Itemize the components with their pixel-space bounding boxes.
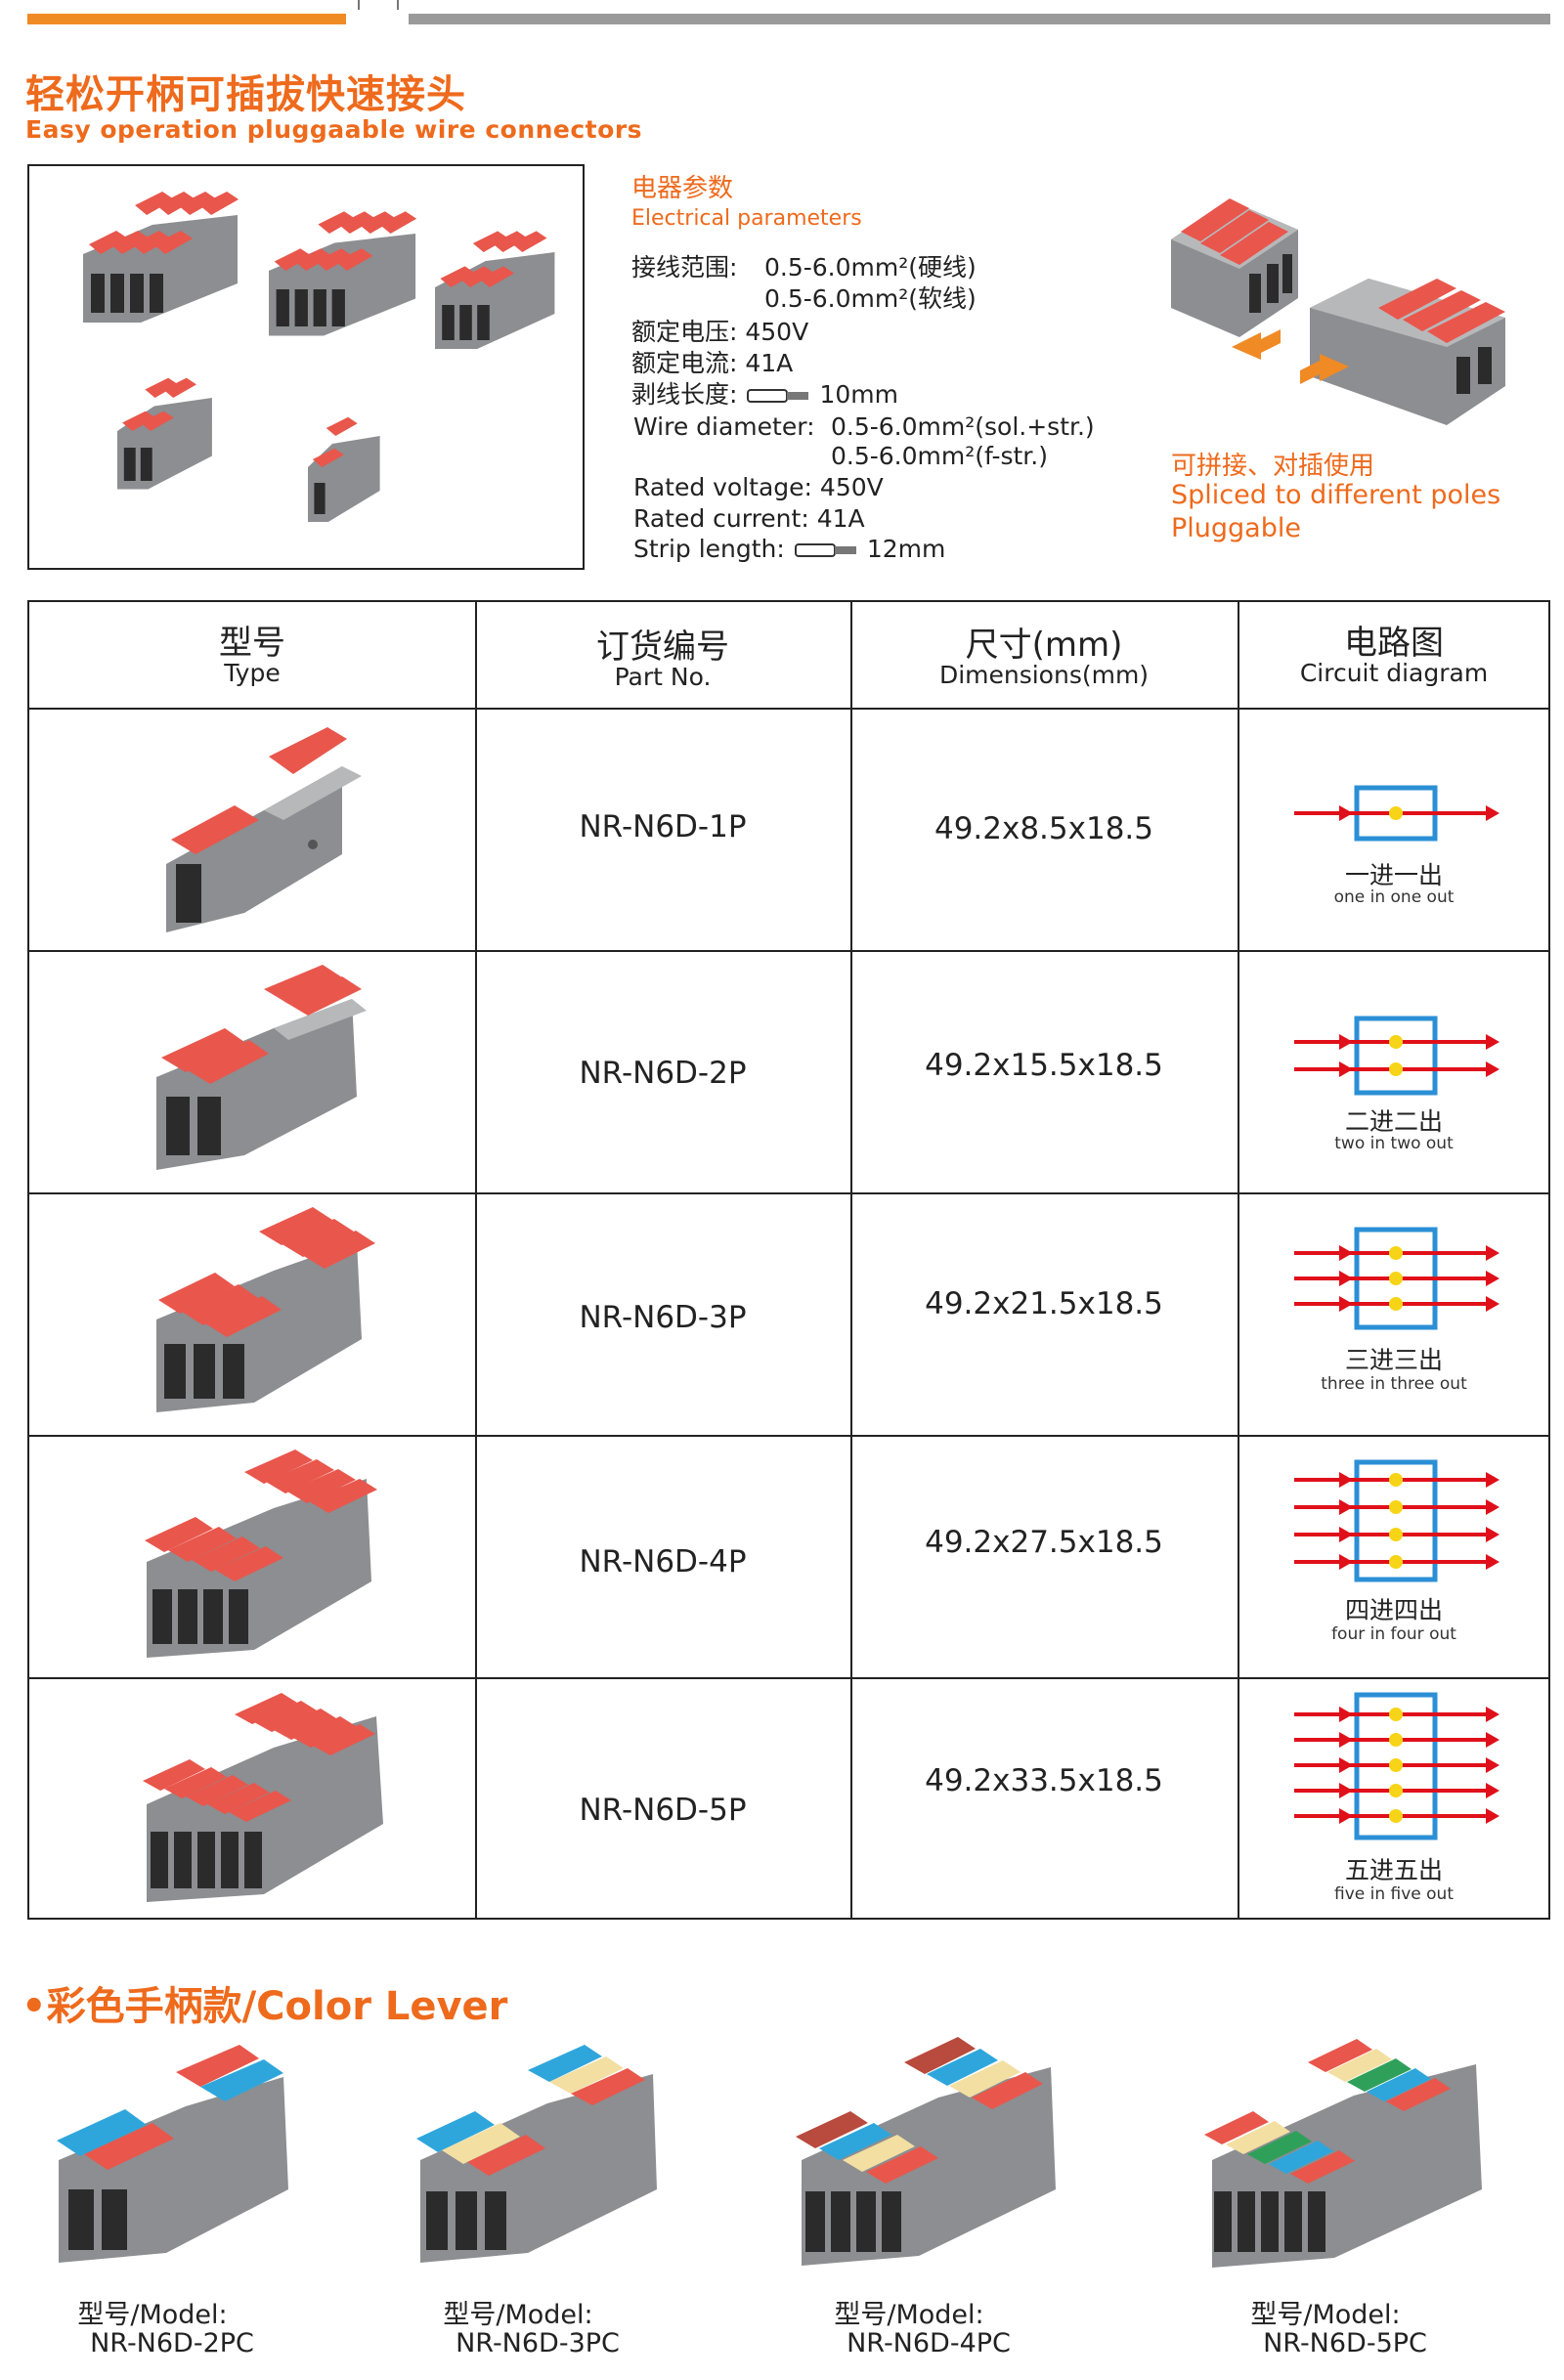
color-lever-label: 型号/Model: — [443, 2300, 593, 2330]
table-row-divider — [29, 708, 1548, 710]
circuit-diagram-4 — [1294, 1459, 1499, 1582]
param-wire-value-cn-1: 0.5-6.0mm²(硬线) — [764, 253, 977, 281]
connector-2p — [117, 377, 212, 490]
product-overview-photo — [27, 164, 585, 570]
table-col-divider — [475, 602, 477, 1918]
circuit-diagram-2 — [1294, 1016, 1499, 1096]
color-lever-image-4pc — [796, 2037, 1056, 2266]
part-number: NR-N6D-5P — [579, 1793, 747, 1828]
circuit-label-cn: 四进四出 — [1344, 1596, 1443, 1624]
color-lever-image-3pc — [416, 2045, 657, 2263]
circuit-diagram-5 — [1294, 1692, 1499, 1840]
top-accent-bar — [27, 14, 346, 24]
color-lever-model: NR-N6D-2PC — [90, 2328, 254, 2358]
part-number: NR-N6D-4P — [579, 1544, 747, 1579]
dimensions: 49.2x8.5x18.5 — [934, 811, 1154, 846]
color-lever-label: 型号/Model: — [1250, 2300, 1401, 2330]
col-header-dimensions: 尺寸(mm) — [965, 626, 1123, 665]
circuit-label-cn: 一进一出 — [1344, 861, 1443, 889]
param-wire-label-cn: 接线范围: — [631, 253, 738, 281]
circuit-diagram-1 — [1294, 785, 1499, 842]
color-lever-model: NR-N6D-3PC — [456, 2328, 620, 2358]
connector-4p — [269, 211, 417, 336]
color-lever-image-5pc — [1204, 2039, 1482, 2268]
table-col-divider — [1238, 602, 1239, 1918]
top-divider-bar — [409, 14, 1550, 24]
table-row-divider — [29, 1192, 1548, 1194]
connector-3p — [435, 231, 555, 349]
param-strip-label-cn: 剥线长度: — [631, 380, 738, 409]
product-image-2p — [156, 965, 367, 1170]
spec-table: 型号 Type 订货编号 Part No. 尺寸(mm) Dimensions(… — [27, 600, 1550, 1920]
part-number: NR-N6D-1P — [579, 809, 747, 844]
param-strip-cn: 剥线长度: 10mm — [631, 375, 898, 411]
circuit-label-en: one in one out — [1333, 887, 1455, 907]
stripped-wire-icon — [747, 389, 809, 403]
col-header-type-en: Type — [224, 659, 281, 687]
circuit-label-en: three in three out — [1321, 1374, 1467, 1394]
param-strip-value-cn: 10mm — [819, 380, 898, 409]
circuit-label-cn: 三进三出 — [1344, 1346, 1443, 1374]
table-col-divider — [850, 602, 852, 1918]
connector-1p — [308, 416, 380, 522]
dimensions: 49.2x21.5x18.5 — [925, 1286, 1163, 1321]
circuit-label-cn: 五进五出 — [1344, 1856, 1443, 1884]
param-wire-value-en-2: 0.5-6.0mm²(f-str.) — [831, 442, 1048, 470]
product-image-4p — [145, 1450, 377, 1658]
connector-group-illustration — [83, 192, 555, 522]
params-heading-en: Electrical parameters — [631, 206, 862, 231]
splice-note-en: Spliced to different poles — [1171, 480, 1501, 510]
part-number: NR-N6D-3P — [579, 1300, 747, 1335]
param-current-cn: 额定电流: 41A — [631, 349, 794, 377]
table-row-divider — [29, 1677, 1548, 1679]
param-wire-label-en: Wire diameter: — [633, 412, 815, 441]
param-voltage-cn: 额定电压: 450V — [631, 318, 809, 346]
param-strip-label-en: Strip length: — [633, 535, 785, 563]
color-lever-model: NR-N6D-4PC — [847, 2328, 1011, 2358]
product-image-1p — [166, 727, 362, 932]
col-header-circuit: 电路图 — [1344, 624, 1444, 663]
product-image-5p — [143, 1693, 383, 1902]
dimensions: 49.2x33.5x18.5 — [925, 1763, 1163, 1798]
top-tick — [358, 0, 360, 10]
col-header-dimensions-en: Dimensions(mm) — [938, 661, 1150, 689]
col-header-part-en: Part No. — [614, 663, 712, 691]
product-image-3p — [156, 1207, 375, 1412]
param-wire-value-cn-2: 0.5-6.0mm²(软线) — [764, 284, 977, 313]
color-lever-image-2pc — [57, 2045, 288, 2263]
circuit-label-cn: 二进二出 — [1344, 1107, 1443, 1136]
param-current-en: Rated current: 41A — [633, 504, 865, 533]
color-lever-model: NR-N6D-5PC — [1263, 2328, 1427, 2358]
table-row-divider — [29, 1435, 1548, 1437]
table-row-divider — [29, 950, 1548, 952]
electrical-parameters: 电器参数 Electrical parameters — [631, 168, 1101, 231]
page-title: 轻松开柄可插拔快速接头 — [25, 72, 466, 117]
param-strip-value-en: 12mm — [866, 535, 946, 563]
color-lever-label: 型号/Model: — [77, 2300, 228, 2330]
circuit-label-en: five in five out — [1333, 1884, 1454, 1904]
param-strip-en: Strip length: 12mm — [633, 535, 945, 563]
param-voltage-en: Rated voltage: 450V — [633, 473, 884, 501]
circuit-diagram-3 — [1294, 1227, 1499, 1330]
col-header-circuit-en: Circuit diagram — [1299, 659, 1489, 687]
param-wire-value-en-1: 0.5-6.0mm²(sol.+str.) — [831, 412, 1095, 441]
col-header-part: 订货编号 — [596, 627, 729, 667]
stripped-wire-icon — [794, 543, 856, 557]
color-lever-label: 型号/Model: — [834, 2300, 984, 2330]
circuit-label-en: two in two out — [1334, 1134, 1454, 1153]
mating-connectors-illustration — [1171, 198, 1505, 425]
connector-4p — [83, 192, 239, 323]
pluggable-note: Pluggable — [1171, 513, 1301, 543]
top-tick — [397, 0, 399, 10]
splice-note-cn: 可拼接、对插使用 — [1171, 452, 1375, 481]
circuit-label-en: four in four out — [1331, 1624, 1456, 1644]
color-lever-title: •彩色手柄款/Color Lever — [22, 1984, 508, 2029]
page-subtitle: Easy operation pluggaable wire connector… — [25, 115, 643, 144]
part-number: NR-N6D-2P — [579, 1056, 747, 1091]
col-header-type: 型号 — [219, 624, 285, 663]
params-heading-cn: 电器参数 — [631, 174, 734, 203]
dimensions: 49.2x15.5x18.5 — [925, 1048, 1163, 1083]
dimensions: 49.2x27.5x18.5 — [925, 1525, 1163, 1560]
